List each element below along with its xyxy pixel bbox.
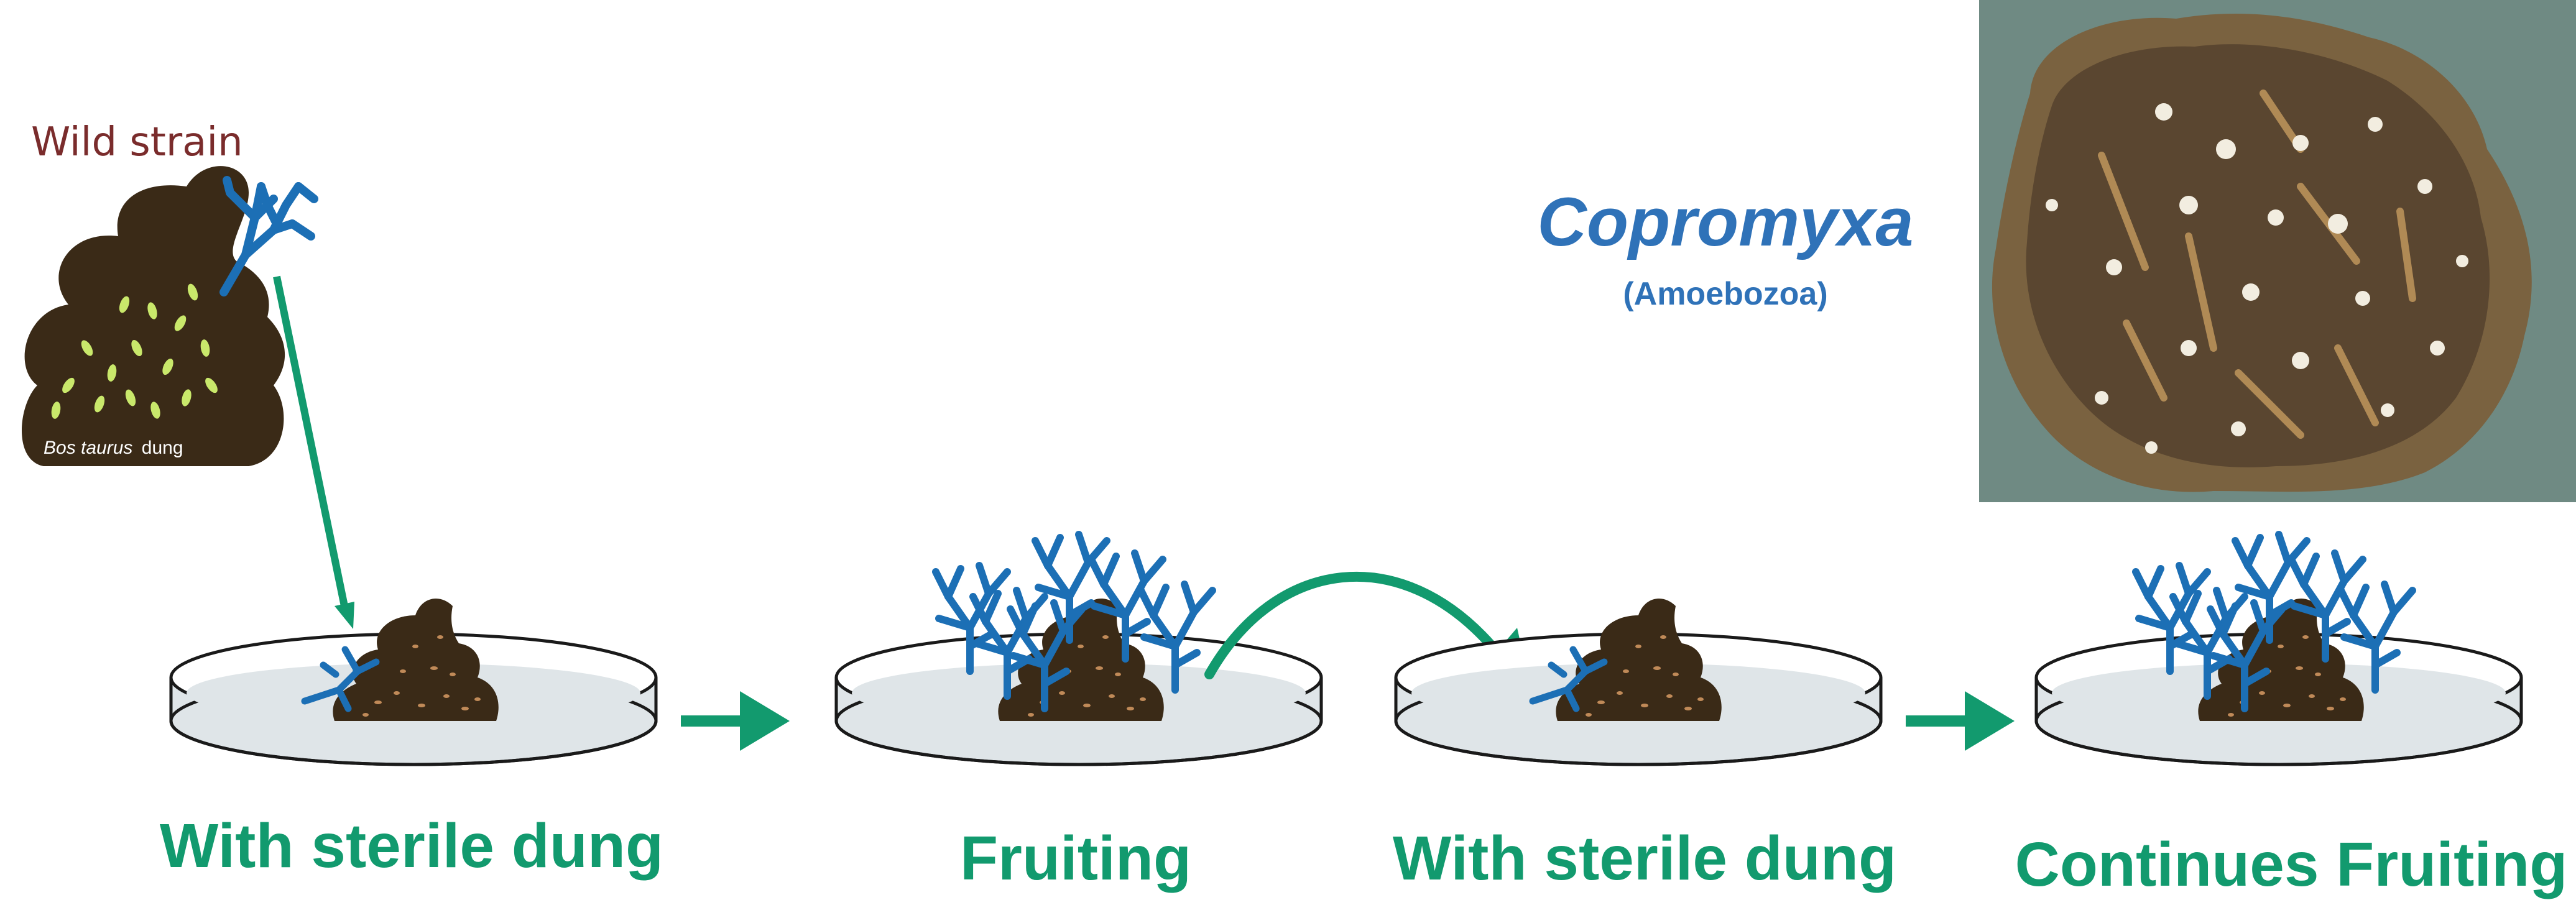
dung-word-label: dung	[142, 438, 183, 458]
wild-dung-pile: Bos taurus dung	[22, 166, 285, 466]
inoculation-arrow	[273, 275, 354, 629]
clade-subtitle: (Amoebozoa)	[1623, 276, 1827, 312]
step-label-2: Fruiting	[960, 824, 1191, 893]
amoeba-colony-icon	[301, 646, 380, 712]
petri-dish-3	[1394, 599, 1883, 766]
step-arrow-1	[681, 691, 790, 751]
petri-dish-4	[2034, 535, 2523, 766]
step-label-3: With sterile dung	[1393, 824, 1896, 893]
step-label-1: With sterile dung	[160, 811, 663, 881]
petri-dish-2	[834, 535, 1323, 766]
step-label-4: Continues Fruiting	[2015, 830, 2568, 899]
wild-sorocarp-icon	[219, 176, 318, 296]
step-arrow-2	[1906, 691, 2015, 751]
petri-dish-1	[169, 599, 658, 766]
dung-species-label: Bos taurus	[44, 438, 132, 458]
copromyxa-colony-photo	[1979, 0, 2576, 502]
amoeba-colony-icon	[1529, 646, 1608, 712]
genus-title: Copromyxa	[1537, 184, 1913, 260]
wild-strain-label: Wild strain	[31, 119, 243, 165]
svg-text:Bos taurus dung: Bos taurus dung	[44, 438, 183, 458]
spore-specks	[51, 283, 218, 419]
